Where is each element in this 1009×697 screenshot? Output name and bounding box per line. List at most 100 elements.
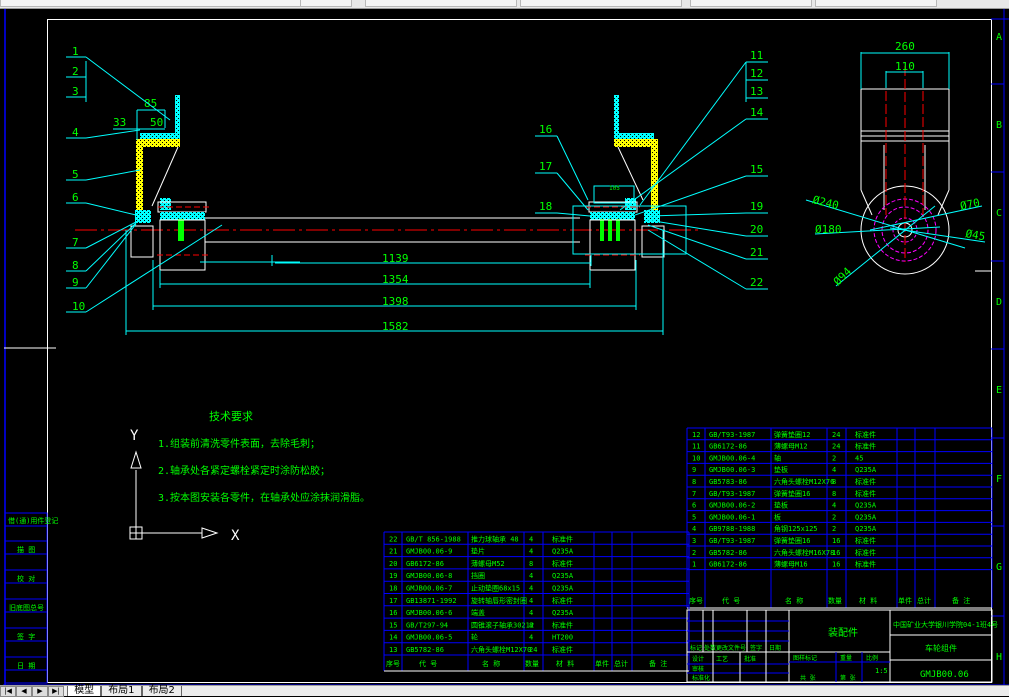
title-block-label: 批准: [744, 655, 756, 663]
balloon-number: 2: [72, 65, 79, 78]
bom-cell-no: 16: [389, 609, 397, 617]
bom-cell-name: 挡圈: [471, 571, 485, 580]
drawing-number: GMJB00.06: [920, 670, 969, 680]
zone-label: G: [996, 562, 1002, 573]
bom-cell-no: 19: [389, 572, 397, 580]
school-name: 中国矿业大学银川学院04-1班4号: [893, 620, 998, 629]
ucs-icon: Y X: [129, 428, 240, 544]
bom-cell-mat: Q235A: [855, 513, 877, 521]
bom-cell-qty: 4: [832, 466, 836, 474]
balloon-number: 11: [750, 49, 763, 62]
bom-cell-qty: 4: [529, 585, 533, 593]
bom-cell-mat: HT200: [552, 634, 573, 642]
balloon-leader: [619, 118, 747, 211]
bom-cell-code: GB/T297-94: [406, 621, 448, 629]
title-block-label: 日期: [769, 644, 781, 652]
toolbar-field[interactable]: [690, 0, 812, 7]
tab-nav-next-button[interactable]: ▶: [32, 686, 48, 697]
balloon-number: 5: [72, 168, 79, 181]
bom-cell-name: 推力球轴承 48: [471, 534, 519, 543]
title-block-label: 更改文件号: [716, 644, 746, 652]
toolbar-field[interactable]: [300, 0, 352, 7]
bom-cell-name: 垫板: [774, 465, 788, 474]
bom-cell-qty: 4: [832, 502, 836, 510]
dim-110: 110: [895, 60, 915, 73]
bom-cell-mat: 45: [855, 454, 863, 462]
toolbar-field[interactable]: [365, 0, 517, 7]
toolbar-field[interactable]: [815, 0, 937, 7]
tab-nav-prev-button[interactable]: ◀: [16, 686, 32, 697]
bom-cell-code: GMJB00.06-6: [406, 609, 452, 617]
bom-cell-name: 六角头螺栓M12X70: [471, 645, 531, 654]
balloon-number: 15: [750, 163, 763, 176]
part-name: 装配件: [828, 626, 858, 639]
bom-cell-code: GMJB00.06-2: [709, 502, 755, 510]
title-block-label: 处数: [704, 644, 716, 652]
side-block-label: 签 字: [17, 632, 35, 641]
dim-105: 105: [609, 185, 620, 192]
title-block: 装配件 中国矿业大学银川学院04-1班4号 车轮组件 GMJB00.06 1:5…: [686, 609, 998, 683]
balloon-leader: [85, 221, 137, 249]
bom-header-code: 代 号: [419, 659, 437, 668]
technical-requirements: 技术要求 1.组装前清洗零件表面，去除毛刺； 2.轴承处各紧定螺栓紧定时涂防松胶…: [158, 410, 370, 504]
tab-layout2[interactable]: 布局2: [141, 686, 182, 696]
bom-cell-mat: 标准件: [552, 596, 573, 605]
bom-cell-no: 11: [692, 443, 700, 451]
tab-nav-last-button[interactable]: ▶|: [48, 686, 64, 697]
bom-cell-no: 10: [692, 454, 700, 462]
bom-cell-no: 12: [692, 431, 700, 439]
bom-cell-no: 2: [692, 549, 696, 557]
side-registration-block: 借(通)用件登记 描 图 校 对 旧底图总号 签 字 日 期: [4, 512, 58, 684]
tech-req-title: 技术要求: [209, 410, 253, 423]
left-bracket-web: [136, 146, 143, 210]
tab-nav-first-button[interactable]: |◀: [0, 686, 16, 697]
bom-cell-code: GMJB00.06-5: [406, 634, 452, 642]
title-block-label: 共 张: [800, 674, 816, 682]
bom-cell-mat: 标准件: [855, 489, 876, 498]
bom-cell-mat: 标准件: [552, 534, 573, 543]
bom-cell-qty: 4: [529, 548, 533, 556]
bom-cell-code: GB5783-86: [709, 478, 747, 486]
bom-header-total: 总计: [917, 596, 931, 605]
bom-cell-code: GMJB00.06-8: [406, 572, 452, 580]
ucs-y-label: Y: [130, 428, 139, 444]
toolbar-field[interactable]: [0, 0, 302, 7]
scale-value: 1:5: [875, 667, 888, 675]
bom-cell-qty: 8: [832, 478, 836, 486]
toolbar-field[interactable]: [520, 0, 682, 7]
dim-d45: Ø45: [964, 227, 986, 243]
balloon-number: 22: [750, 276, 763, 289]
bom-cell-name: 圆锥滚子轴承30212: [471, 620, 534, 629]
title-block-label: 审核: [692, 665, 704, 673]
bom-cell-name: 垫片: [471, 547, 485, 556]
bom-cell-code: GB13871-1992: [406, 597, 457, 605]
tech-req-item: 3.按本图安装各零件，在轴承处应涂抹润滑脂。: [158, 491, 370, 504]
balloon-leader: [85, 224, 223, 313]
dim-1354: 1354: [382, 273, 409, 286]
bom-cell-name: 弹簧垫圈16: [774, 536, 810, 545]
balloon-leader: [647, 224, 747, 260]
tab-model[interactable]: 模型: [67, 686, 102, 696]
balloon-leader: [556, 172, 589, 211]
balloon-leader: [85, 129, 141, 139]
side-block-label: 旧底图总号: [9, 603, 44, 612]
tab-layout1[interactable]: 布局1: [101, 686, 142, 696]
bom-cell-mat: 标准件: [855, 560, 876, 569]
title-block-label: 比例: [866, 654, 878, 662]
front-view: [75, 95, 700, 271]
bom-cell-qty: 8: [832, 490, 836, 498]
